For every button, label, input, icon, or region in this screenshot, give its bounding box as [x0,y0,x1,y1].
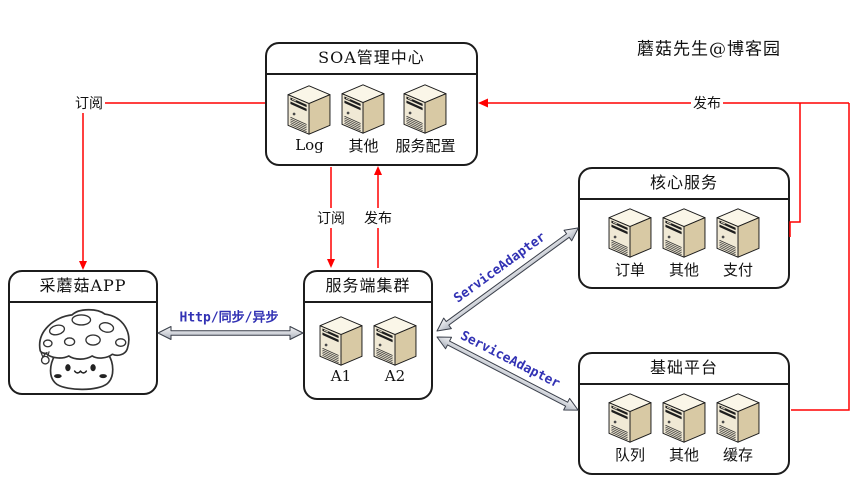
server-label: 支付 [722,260,753,279]
server-other: 其他 [662,393,706,465]
server-order: 订单 [608,208,652,280]
arrow-service-adapter-base [436,336,579,411]
node-server-cluster: 服务端集群 A1 A2 [303,270,433,400]
server-icon [341,84,385,134]
edge-label-publish-loop: 发布 [691,93,723,113]
server-label: A2 [384,367,406,385]
node-soa-center-title: SOA管理中心 [267,44,476,75]
server-label: 队列 [614,446,645,464]
node-core-services-title: 核心服务 [580,169,788,200]
arrow-service-adapter-core [436,227,579,332]
node-core-services: 核心服务 订单 其他 支付 [578,167,790,289]
edge-subscribe-app-line [82,102,265,261]
node-core-services-body: 订单 其他 支付 [580,200,788,287]
node-app-title: 采蘑菇APP [10,272,156,303]
edge-publish-base-line [791,103,850,411]
server-icon [287,85,331,135]
node-base-platform-body: 队列 其他 缓存 [580,385,788,473]
server-label: 其他 [668,260,699,279]
server-payment: 支付 [716,208,760,280]
server-icon [319,316,363,366]
edge-label-service-adapter-base: ServiceAdapter [457,328,563,392]
node-server-cluster-body: A1 A2 [305,303,431,398]
edge-label-cluster-subscribe: 订阅 [315,208,347,228]
server-a1: A1 [319,316,363,385]
node-server-cluster-title: 服务端集群 [305,272,431,303]
node-app: 采蘑菇APP [8,270,158,395]
server-a2: A2 [373,316,417,385]
server-icon [662,208,706,258]
server-label: 订单 [614,260,645,279]
server-icon [716,208,760,258]
server-icon [716,393,760,443]
server-label: 其他 [348,136,379,155]
server-label: Log [295,136,324,154]
server-label: 服务配置 [395,136,456,155]
node-app-body [10,303,156,393]
server-label: 缓存 [722,446,753,464]
node-soa-center-body: Log 其他 服务配置 [267,75,476,164]
node-base-platform: 基础平台 队列 其他 缓存 [578,352,790,475]
arrowhead-into-app [79,261,87,270]
server-other: 其他 [341,84,385,156]
arrowhead-into-soa-bottom [374,166,382,175]
edge-publish-core-line [789,103,801,237]
server-queue: 队列 [608,393,652,465]
server-icon [662,393,706,443]
server-label: A1 [330,367,352,385]
server-service-config: 服务配置 [395,84,456,156]
arrowhead-into-soa-right [478,98,488,108]
edge-label-service-adapter-core: ServiceAdapter [451,229,549,307]
server-log: Log [287,85,331,154]
mushroom-illustration [38,308,130,391]
server-icon [608,393,652,443]
server-other: 其他 [662,208,706,280]
node-soa-center: SOA管理中心 Log 其他 服务配置 [265,42,478,166]
server-label: 其他 [668,446,699,464]
server-cache: 缓存 [716,393,760,465]
edge-label-subscribe-app: 订阅 [73,93,105,113]
node-base-platform-title: 基础平台 [580,354,788,385]
watermark-text: 蘑菇先生@博客园 [637,39,781,60]
edge-label-http-channel: Http/同步/异步 [179,310,279,326]
server-icon [608,208,652,258]
arrow-http-channel [157,326,304,340]
edge-label-cluster-publish: 发布 [362,208,394,228]
server-icon [403,84,447,134]
server-icon [373,316,417,366]
arrowhead-into-cluster [327,259,335,268]
